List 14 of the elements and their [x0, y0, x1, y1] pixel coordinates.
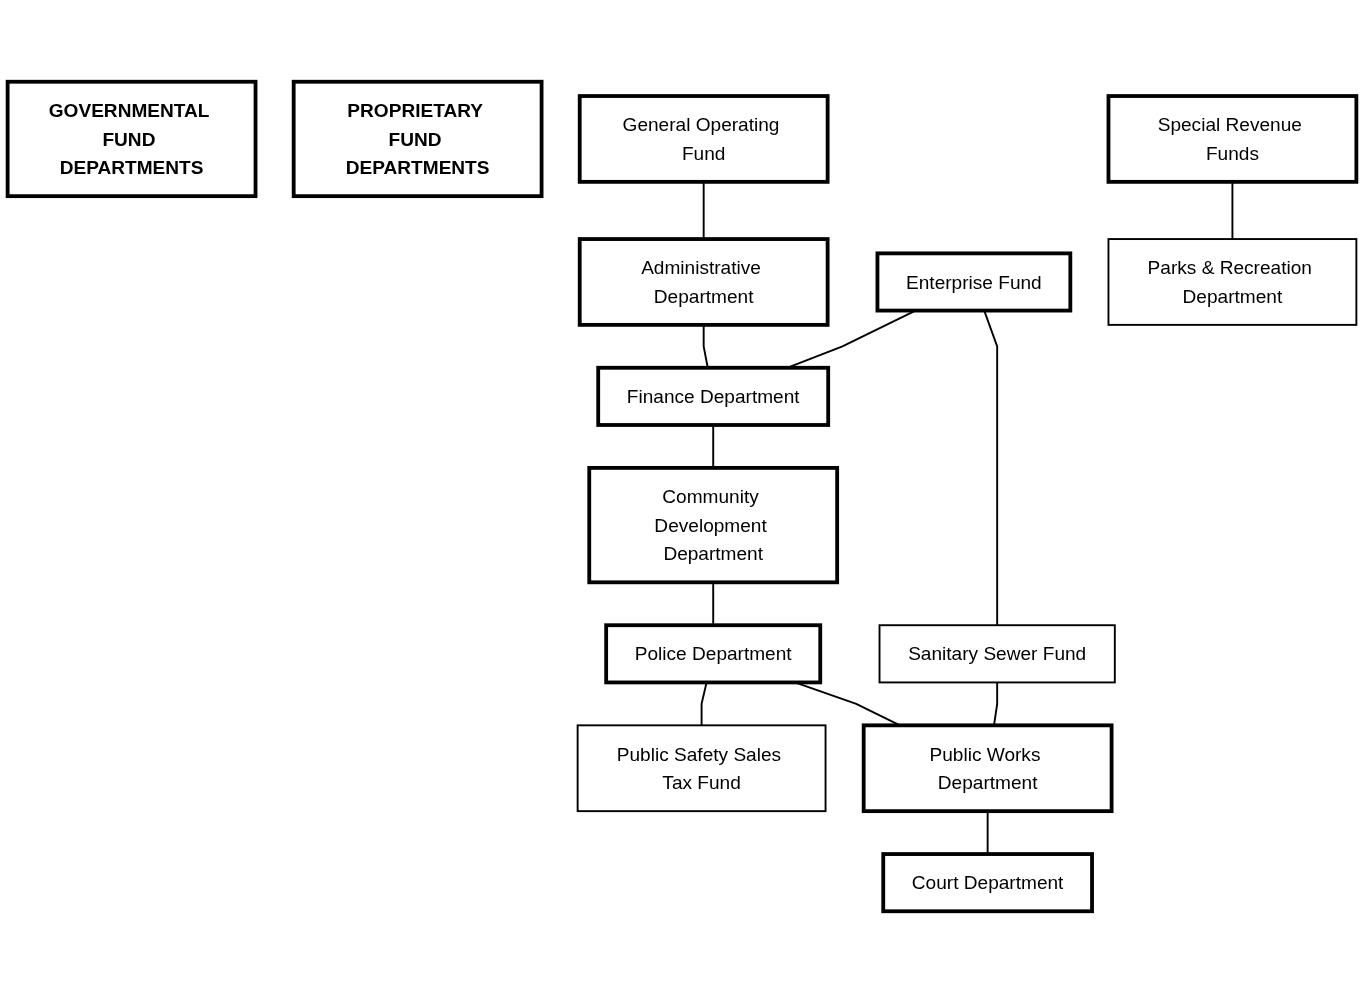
- node-box: Finance Department: [596, 365, 831, 427]
- node-box: GOVERNMENTAL FUND DEPARTMENTS: [5, 79, 258, 199]
- node-box: Police Department: [604, 623, 823, 685]
- node-box: Community Development Department: [587, 466, 840, 585]
- node-box: PROPRIETARY FUND DEPARTMENTS: [291, 79, 544, 199]
- node-box: Public Works Department: [861, 723, 1114, 814]
- node-box: General Operating Fund: [577, 94, 830, 184]
- node-box: Sanitary Sewer Fund: [878, 624, 1116, 684]
- node-box: Parks & Recreation Department: [1107, 238, 1358, 326]
- node-box: Public Safety Sales Tax Fund: [576, 724, 827, 813]
- node-box: Court Department: [881, 852, 1094, 914]
- node-box: Enterprise Fund: [875, 251, 1073, 313]
- node-box: Special Revenue Funds: [1106, 94, 1359, 184]
- node-box: Administrative Department: [577, 237, 830, 327]
